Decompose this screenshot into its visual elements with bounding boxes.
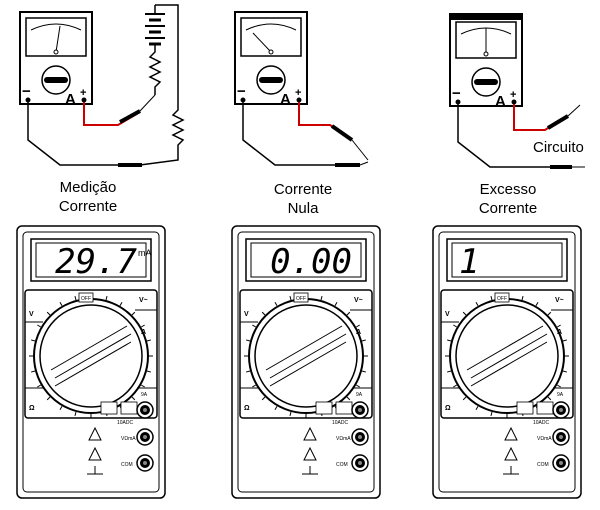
off-label: OFF xyxy=(497,296,507,302)
terminal-amp-label: A xyxy=(280,91,291,108)
terminal-plus[interactable] xyxy=(511,99,517,105)
jack-com-label: COM xyxy=(336,462,348,468)
ma-label: 9A xyxy=(356,392,363,398)
probe-wires-3 xyxy=(457,104,585,169)
terminal-minus[interactable] xyxy=(240,97,246,103)
ma-label: 9A xyxy=(557,392,564,398)
lcd-reading: 1 xyxy=(459,242,479,282)
lcd-reading: 29.7 xyxy=(55,242,137,282)
probe-red-1 xyxy=(83,94,156,167)
off-label: OFF xyxy=(296,296,306,302)
terminal-plus[interactable] xyxy=(296,97,302,103)
analog-meter-2 xyxy=(234,11,308,105)
volt-dc-label: V xyxy=(445,311,450,318)
volt-dc-label: V xyxy=(29,311,34,318)
amp-dc-label: A xyxy=(356,329,361,336)
terminal-minus[interactable] xyxy=(25,97,31,103)
meter-needle xyxy=(252,32,272,53)
amp-dc-label: A xyxy=(557,329,562,336)
terminal-minus-label: − xyxy=(237,83,246,100)
terminal-plus-label: + xyxy=(510,89,516,101)
volt-dc-label: V xyxy=(244,311,249,318)
terminal-plus[interactable] xyxy=(81,97,87,103)
jack-com-label: COM xyxy=(121,462,133,468)
lcd-reading: 0.00 xyxy=(270,242,352,282)
lcd-unit: mA xyxy=(138,248,152,258)
ohm-label: Ω xyxy=(29,405,35,412)
caption-3-line-2: Corrente xyxy=(479,200,537,217)
terminal-plus-label: + xyxy=(80,87,86,99)
terminal-amp-label: A xyxy=(65,91,76,108)
caption-1-line-2: Corrente xyxy=(59,198,117,215)
ma-label: 9A xyxy=(141,392,148,398)
circuit-1 xyxy=(27,4,185,166)
volt-ac-label: V~ xyxy=(354,297,363,304)
caption-2-line-2: Nula xyxy=(288,200,320,217)
jack-10a-label: 10ADC xyxy=(332,420,349,426)
analog-meter-3 xyxy=(449,13,523,107)
caption-3-line-1: Excesso xyxy=(480,181,537,198)
caption-2-line-1: Corrente xyxy=(274,181,332,198)
meter-needle xyxy=(55,25,61,53)
terminal-minus-label: − xyxy=(22,83,31,100)
ohm-label: Ω xyxy=(445,405,451,412)
analog-meter-1 xyxy=(19,11,93,105)
terminal-amp-label: A xyxy=(495,93,506,110)
jack-vma-label: VΩmA xyxy=(121,436,136,442)
off-label: OFF xyxy=(81,296,91,302)
jack-10a-label: 10ADC xyxy=(533,420,550,426)
jack-vma-label: VΩmA xyxy=(537,436,552,442)
ohm-label: Ω xyxy=(244,405,250,412)
caption-1-line-1: Medição xyxy=(60,179,117,196)
volt-ac-label: V~ xyxy=(555,297,564,304)
circuit-label: Circuito xyxy=(533,139,584,156)
jack-com-label: COM xyxy=(537,462,549,468)
probe-wires-2 xyxy=(242,102,369,167)
jack-10a-label: 10ADC xyxy=(117,420,134,426)
terminal-minus[interactable] xyxy=(455,99,461,105)
terminal-minus-label: − xyxy=(452,85,461,102)
volt-ac-label: V~ xyxy=(139,297,148,304)
amp-dc-label: A xyxy=(141,329,146,336)
jack-vma-label: VΩmA xyxy=(336,436,351,442)
terminal-plus-label: + xyxy=(295,87,301,99)
